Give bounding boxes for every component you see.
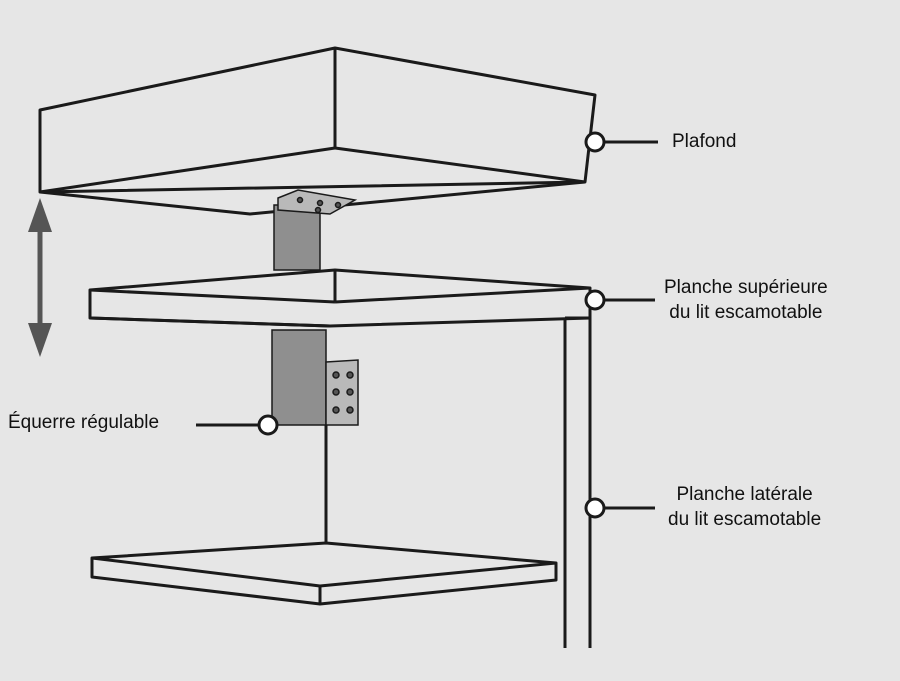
screw-hole [332, 371, 340, 379]
lower-bracket-plate [271, 329, 327, 426]
side-board-label: Planche latérale du lit escamotable [668, 482, 821, 532]
screw-hole [346, 371, 354, 379]
top-board [88, 268, 592, 328]
ceiling-edge-right [334, 146, 586, 184]
ceiling-block [38, 46, 597, 216]
callout-ceiling [584, 131, 658, 153]
upper-bracket [273, 189, 358, 271]
top-board-bottom-left [89, 316, 331, 328]
height-double-arrow-icon [28, 198, 52, 357]
top-board-label-line-1: Planche supérieure [664, 277, 828, 298]
screw-hole [334, 201, 342, 209]
ceiling-outline [38, 46, 597, 194]
top-board-marker-icon [584, 289, 606, 311]
screw-hole [316, 199, 324, 207]
side-board-marker-icon [584, 497, 606, 519]
screw-hole [332, 406, 340, 414]
upper-bracket-plate [273, 204, 321, 271]
screw-hole [346, 406, 354, 414]
top-board-edge-right [334, 286, 591, 304]
screw-hole [314, 206, 322, 214]
top-board-outline [88, 268, 592, 328]
bracket-marker-icon [257, 414, 279, 436]
ceiling-edge-left [39, 146, 336, 194]
top-board-label: Planche supérieure du lit escamotable [664, 275, 828, 325]
bracket-label: Équerre régulable [8, 412, 160, 433]
ceiling-label: Plafond [672, 131, 737, 152]
lower-bracket [271, 329, 359, 426]
side-board-label-line-2: du lit escamotable [668, 509, 822, 530]
lower-panel-outline [90, 541, 558, 606]
callout-bracket [196, 414, 279, 436]
lower-panel [90, 541, 558, 606]
upper-bracket-flange [277, 189, 358, 215]
top-board-edge-left [89, 288, 336, 304]
ceiling-marker-icon [584, 131, 606, 153]
side-board [563, 288, 592, 648]
callout-top-board [584, 289, 655, 311]
lower-panel-edge-left [91, 556, 321, 588]
screw-hole [296, 196, 304, 204]
lower-panel-edge-right [319, 561, 557, 588]
ceiling-bottom-edge [39, 180, 586, 216]
callout-side-board [584, 497, 655, 519]
side-board-label-line-1: Planche latérale [676, 484, 813, 505]
screw-hole [332, 388, 340, 396]
top-board-label-line-2: du lit escamotable [669, 302, 823, 323]
screw-hole [346, 388, 354, 396]
